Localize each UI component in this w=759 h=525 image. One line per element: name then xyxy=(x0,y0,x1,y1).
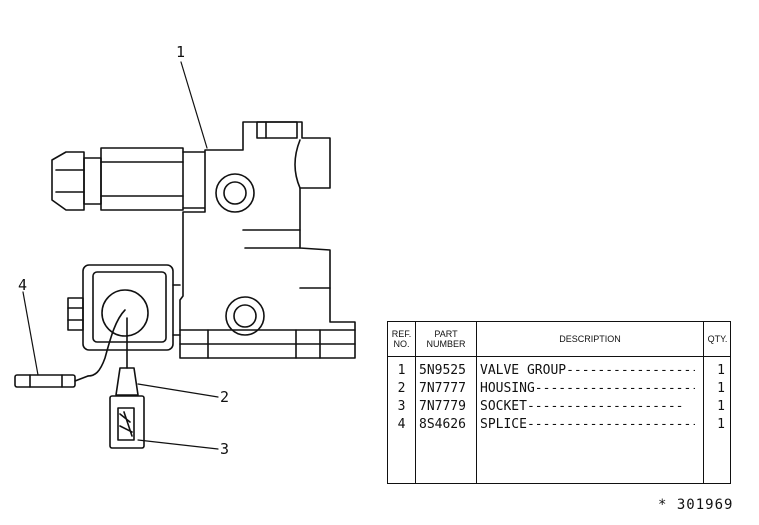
row-qty: 1 xyxy=(717,399,725,414)
header-ref-line1: REF. xyxy=(391,329,412,339)
row-ref: 3 xyxy=(397,399,406,414)
callout-3: 3 xyxy=(220,440,230,458)
row-qty: 1 xyxy=(717,381,725,396)
header-qty: QTY. xyxy=(707,334,728,344)
leader-lines xyxy=(22,61,219,450)
valve-block xyxy=(179,121,356,359)
header-ref: REF.NO. xyxy=(388,322,415,356)
callout-4: 4 xyxy=(18,276,28,294)
header-ref-line2: NO. xyxy=(393,339,410,349)
row-description: HOUSING---------------------- xyxy=(480,381,695,396)
cartridge-body xyxy=(100,147,206,211)
row-description: SPLICE---------------------- xyxy=(480,417,695,432)
table-row: 4 8S4626 SPLICE---------------------- 1 xyxy=(388,416,730,434)
callout-1: 1 xyxy=(176,43,186,61)
row-part-number: 8S4626 xyxy=(419,417,466,432)
table-row: 2 7N7777 HOUSING---------------------- 1 xyxy=(388,380,730,398)
row-ref: 4 xyxy=(397,417,406,432)
header-part-line2: NUMBER xyxy=(426,339,466,349)
solenoid-housing xyxy=(67,264,181,351)
splice xyxy=(14,374,89,388)
wire xyxy=(87,309,126,377)
header-description: DESCRIPTION xyxy=(559,334,621,344)
row-description: SOCKET-------------------- xyxy=(480,399,684,414)
table-row: 3 7N7779 SOCKET-------------------- 1 xyxy=(388,398,730,416)
row-qty: 1 xyxy=(717,417,725,432)
drawing-number: * 301969 xyxy=(658,497,734,513)
header-part-line1: PART xyxy=(434,329,458,339)
row-qty: 1 xyxy=(717,363,725,378)
table-row: 1 5N9525 VALVE GROUP------------------- … xyxy=(388,362,730,380)
hex-nut xyxy=(51,151,102,211)
row-part-number: 7N7777 xyxy=(419,381,466,396)
callout-2: 2 xyxy=(220,388,230,406)
row-description: VALVE GROUP------------------- xyxy=(480,363,695,378)
socket xyxy=(109,317,145,449)
row-ref: 1 xyxy=(397,363,406,378)
row-part-number: 7N7779 xyxy=(419,399,466,414)
row-ref: 2 xyxy=(397,381,406,396)
row-part-number: 5N9525 xyxy=(419,363,466,378)
